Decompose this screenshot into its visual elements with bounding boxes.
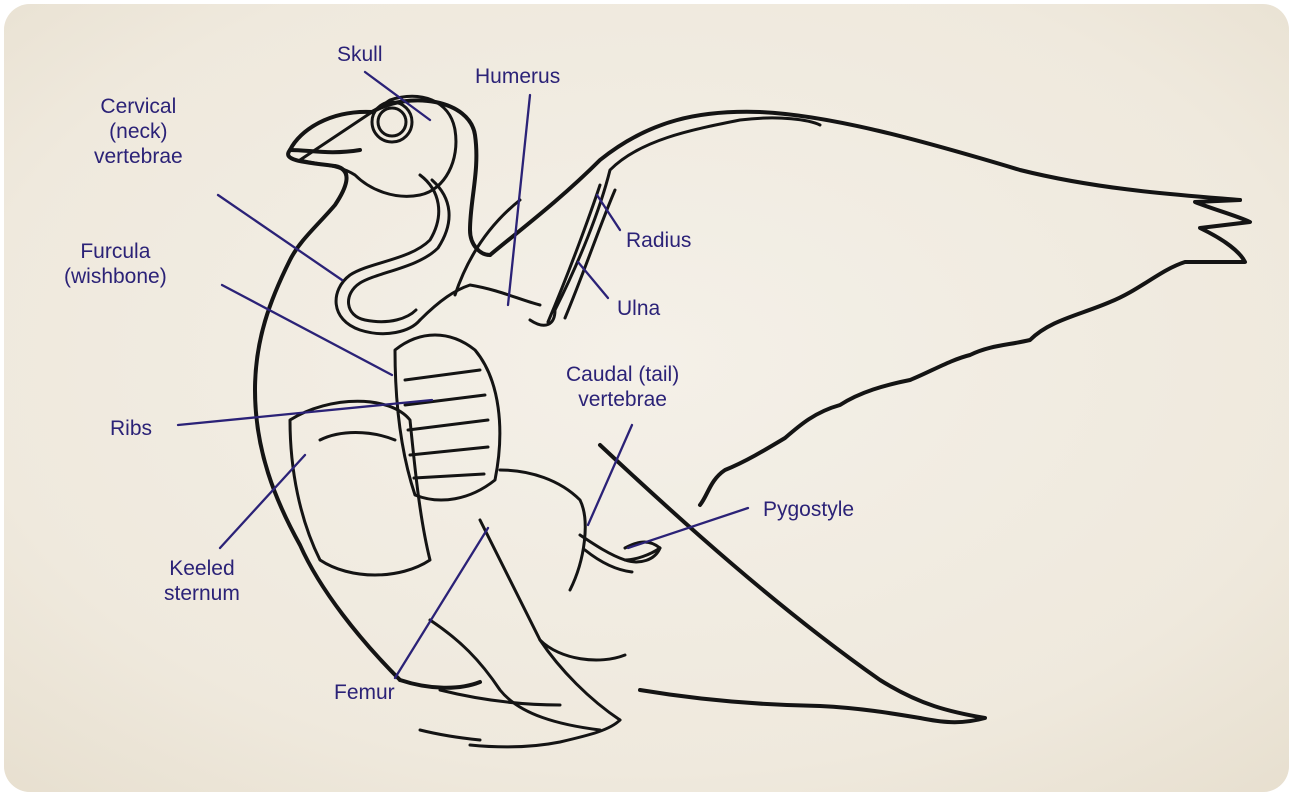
label-skull: Skull <box>337 42 383 67</box>
label-pygostyle: Pygostyle <box>763 497 854 522</box>
label-humerus: Humerus <box>475 64 560 89</box>
label-furcula: Furcula (wishbone) <box>64 239 167 289</box>
label-cervical-vertebrae: Cervical (neck) vertebrae <box>94 94 183 169</box>
label-ribs: Ribs <box>110 416 152 441</box>
label-ulna: Ulna <box>617 296 660 321</box>
label-femur: Femur <box>334 680 395 705</box>
label-keeled-sternum: Keeled sternum <box>164 556 240 606</box>
label-caudal-vertebrae: Caudal (tail) vertebrae <box>566 362 679 412</box>
label-radius: Radius <box>626 228 691 253</box>
diagram-card: Skull Humerus Cervical (neck) vertebrae … <box>4 4 1289 792</box>
